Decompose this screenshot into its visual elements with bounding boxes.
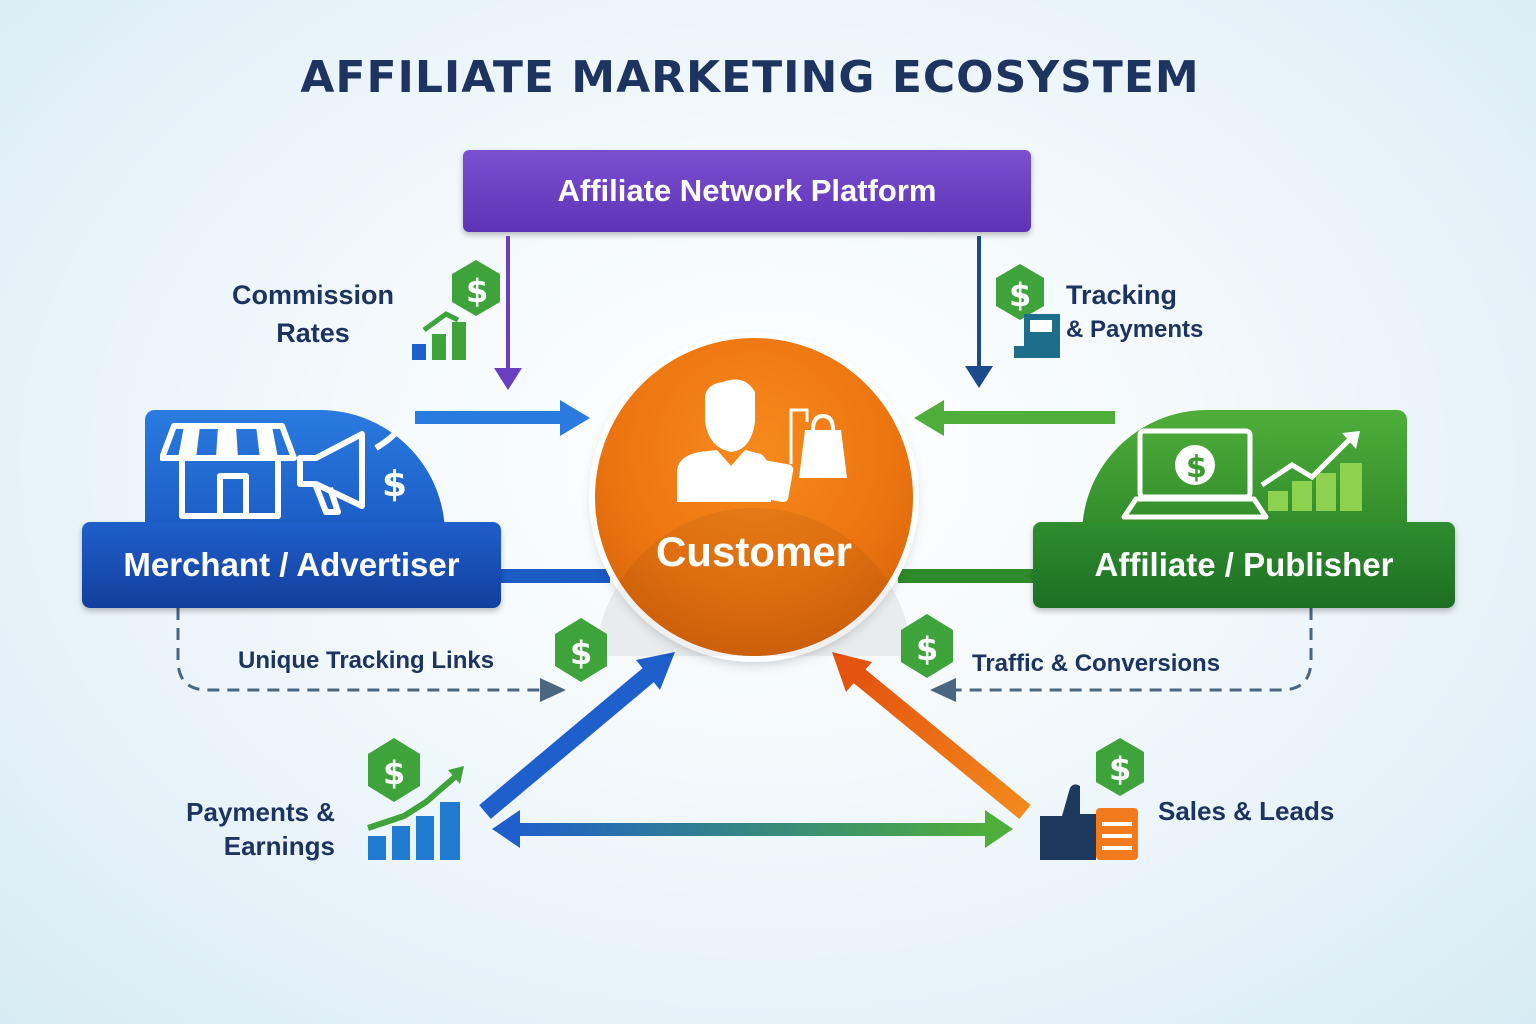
svg-text:$: $ — [1109, 750, 1131, 788]
tracking-register-icon: $ — [996, 264, 1060, 358]
svg-text:$: $ — [570, 634, 592, 672]
tracking-payments-label: Tracking & Payments — [1066, 280, 1204, 343]
customer-label: Customer — [655, 528, 853, 575]
merchant-advertiser-box: Merchant / Advertiser — [82, 522, 501, 608]
payments-to-customer-arrow — [479, 652, 675, 819]
traffic-arrowhead — [930, 678, 956, 702]
diagram-title: AFFILIATE MARKETING ECOSYSTEM — [300, 52, 1200, 103]
laptop-dollar-icon: $ — [1121, 428, 1362, 520]
network-to-customer-arrow-right — [965, 236, 993, 388]
sales-leads-label: Sales & Leads — [1158, 796, 1335, 826]
svg-text:$: $ — [382, 464, 407, 505]
traffic-conversions-label: Traffic & Conversions — [972, 650, 1221, 677]
megaphone-icon: $ — [297, 430, 407, 515]
svg-text:$: $ — [383, 754, 405, 792]
svg-text:$: $ — [1009, 276, 1031, 314]
affiliate-to-customer-arrow — [914, 400, 1115, 436]
thumbs-up-icon: $ — [1040, 738, 1144, 860]
merchant-customer-link — [500, 569, 610, 583]
svg-text:$: $ — [1186, 450, 1207, 485]
dollar-badge-icon: $ — [901, 614, 953, 678]
affiliate-customer-link — [898, 569, 1035, 583]
sales-to-customer-arrow — [832, 652, 1031, 819]
unique-links-dashed-path — [176, 608, 548, 692]
affiliate-publisher-box: Affiliate / Publisher — [1033, 522, 1455, 608]
svg-text:$: $ — [916, 630, 938, 668]
merchant-to-customer-arrow — [415, 400, 590, 436]
network-platform-box: Affiliate Network Platform — [463, 150, 1031, 232]
commission-rates-label: Commission Rates — [231, 280, 395, 348]
growth-chart-icon: $ — [367, 738, 464, 860]
traffic-dashed-path — [952, 608, 1313, 692]
shopper-icon — [595, 379, 913, 656]
storefront-icon — [160, 423, 297, 519]
payments-sales-double-arrow — [492, 810, 1013, 848]
svg-text:$: $ — [466, 272, 488, 310]
unique-tracking-links-label: Unique Tracking Links — [238, 647, 495, 674]
unique-links-arrowhead — [540, 678, 566, 702]
network-to-customer-arrow-left — [494, 236, 522, 390]
dollar-badge-icon: $ — [555, 618, 607, 682]
commission-growth-icon: $ — [412, 260, 500, 360]
payments-earnings-label: Payments & Earnings — [186, 797, 335, 861]
